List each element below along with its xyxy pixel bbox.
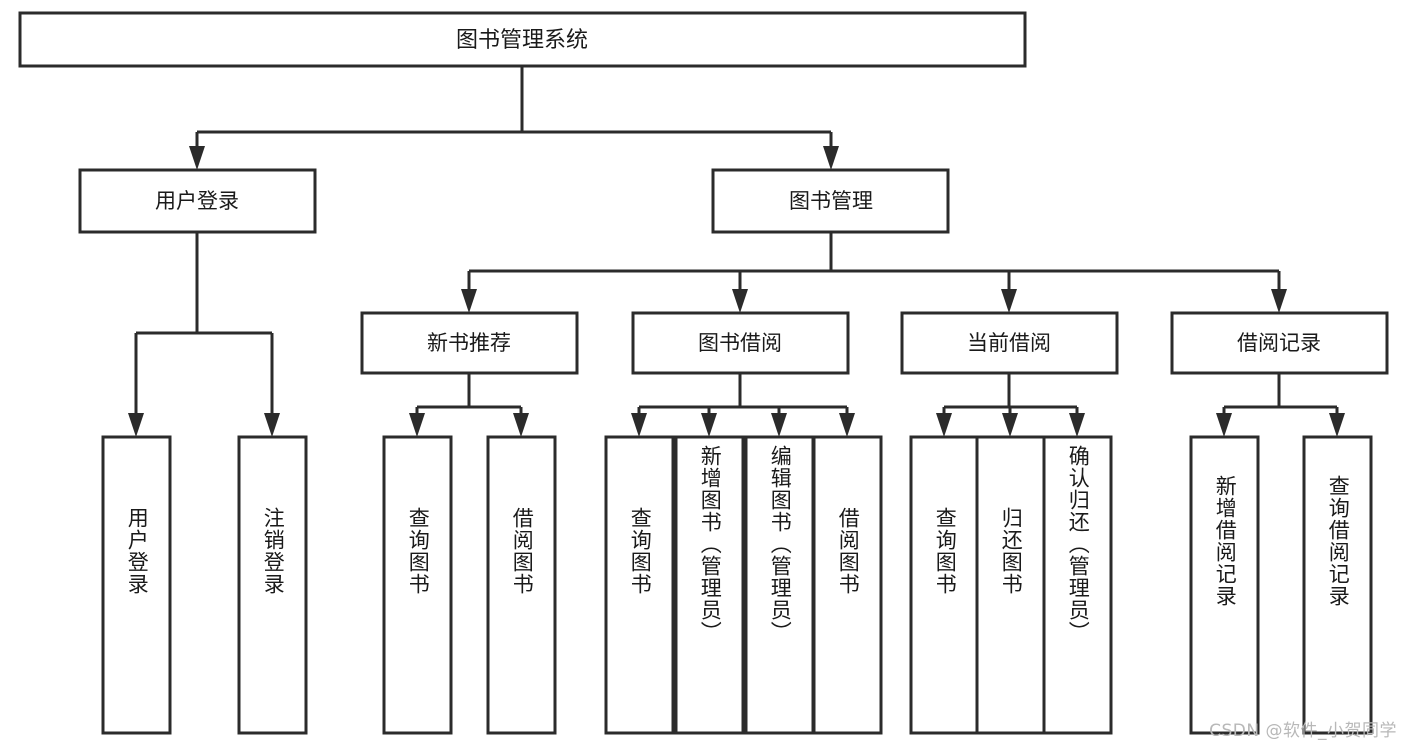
arrowhead-leaf-query-record	[1329, 413, 1345, 437]
watermark: CSDN @软件_小贺同学	[1209, 721, 1397, 741]
arrowhead-leaf-add-book	[701, 413, 717, 437]
leaf-return-book-box[interactable]	[975, 435, 1046, 735]
arrowhead-leaf-logout-login	[264, 413, 280, 437]
node-book-manage-label: 图书管理	[789, 189, 873, 213]
leaf-add-record-box[interactable]	[1189, 435, 1260, 735]
node-book-borrow-label: 图书借阅	[698, 331, 782, 355]
leaf-query-record-box[interactable]	[1302, 435, 1373, 735]
leaf-logout-login-box[interactable]	[237, 435, 308, 735]
arrowhead-leaf-borrow-book-1	[513, 413, 529, 437]
arrowhead-leaf-add-record	[1216, 413, 1232, 437]
node-current-borrow-label: 当前借阅	[967, 331, 1051, 355]
node-user-login[interactable]: 用户登录	[78, 168, 317, 234]
connector-layer	[128, 66, 1345, 437]
leaf-query-book-3-box[interactable]	[909, 435, 980, 735]
arrowhead-leaf-borrow-book-2	[839, 413, 855, 437]
node-borrow-record-box[interactable]	[1170, 311, 1389, 375]
node-borrow-record[interactable]: 借阅记录	[1170, 311, 1389, 375]
node-new-book-recommend-box[interactable]	[360, 311, 579, 375]
leaf-boxes-layer	[101, 435, 1373, 735]
arrowhead-book-borrow	[732, 289, 748, 313]
arrowhead-user-login	[189, 146, 205, 170]
node-user-login-box[interactable]	[78, 168, 317, 234]
node-book-borrow-box[interactable]	[631, 311, 850, 375]
leaf-edit-book-box[interactable]	[744, 435, 815, 735]
arrowhead-leaf-query-book-2	[631, 413, 647, 437]
arrowhead-book-manage	[823, 146, 839, 170]
arrowhead-leaf-query-book-3	[936, 413, 952, 437]
node-new-book-recommend[interactable]: 新书推荐	[360, 311, 579, 375]
leaf-query-book-2-box[interactable]	[604, 435, 675, 735]
node-book-manage-box[interactable]	[711, 168, 950, 234]
node-borrow-record-label: 借阅记录	[1237, 331, 1321, 355]
node-root-box[interactable]	[18, 11, 1027, 68]
leaf-confirm-return-box[interactable]	[1042, 435, 1113, 735]
node-root-label: 图书管理系统	[456, 28, 588, 53]
node-root[interactable]: 图书管理系统	[18, 11, 1027, 68]
leaf-borrow-book-2-box[interactable]	[812, 435, 883, 735]
arrowhead-leaf-user-login	[128, 413, 144, 437]
node-book-manage[interactable]: 图书管理	[711, 168, 950, 234]
node-current-borrow[interactable]: 当前借阅	[900, 311, 1119, 375]
arrowhead-leaf-confirm-return	[1069, 413, 1085, 437]
arrowhead-leaf-query-book-1	[409, 413, 425, 437]
node-user-login-label: 用户登录	[155, 189, 239, 213]
leaf-add-book-box[interactable]	[674, 435, 745, 735]
node-new-book-recommend-label: 新书推荐	[427, 331, 511, 355]
leaf-query-book-1-box[interactable]	[382, 435, 453, 735]
leaf-borrow-book-1-box[interactable]	[486, 435, 557, 735]
arrowhead-current-borrow	[1001, 289, 1017, 313]
leaf-user-login-box[interactable]	[101, 435, 172, 735]
arrowhead-borrow-record	[1271, 289, 1287, 313]
arrowhead-leaf-edit-book	[771, 413, 787, 437]
arrowhead-new-book-recommend	[461, 289, 477, 313]
arrowhead-leaf-return-book	[1002, 413, 1018, 437]
node-current-borrow-box[interactable]	[900, 311, 1119, 375]
node-book-borrow[interactable]: 图书借阅	[631, 311, 850, 375]
